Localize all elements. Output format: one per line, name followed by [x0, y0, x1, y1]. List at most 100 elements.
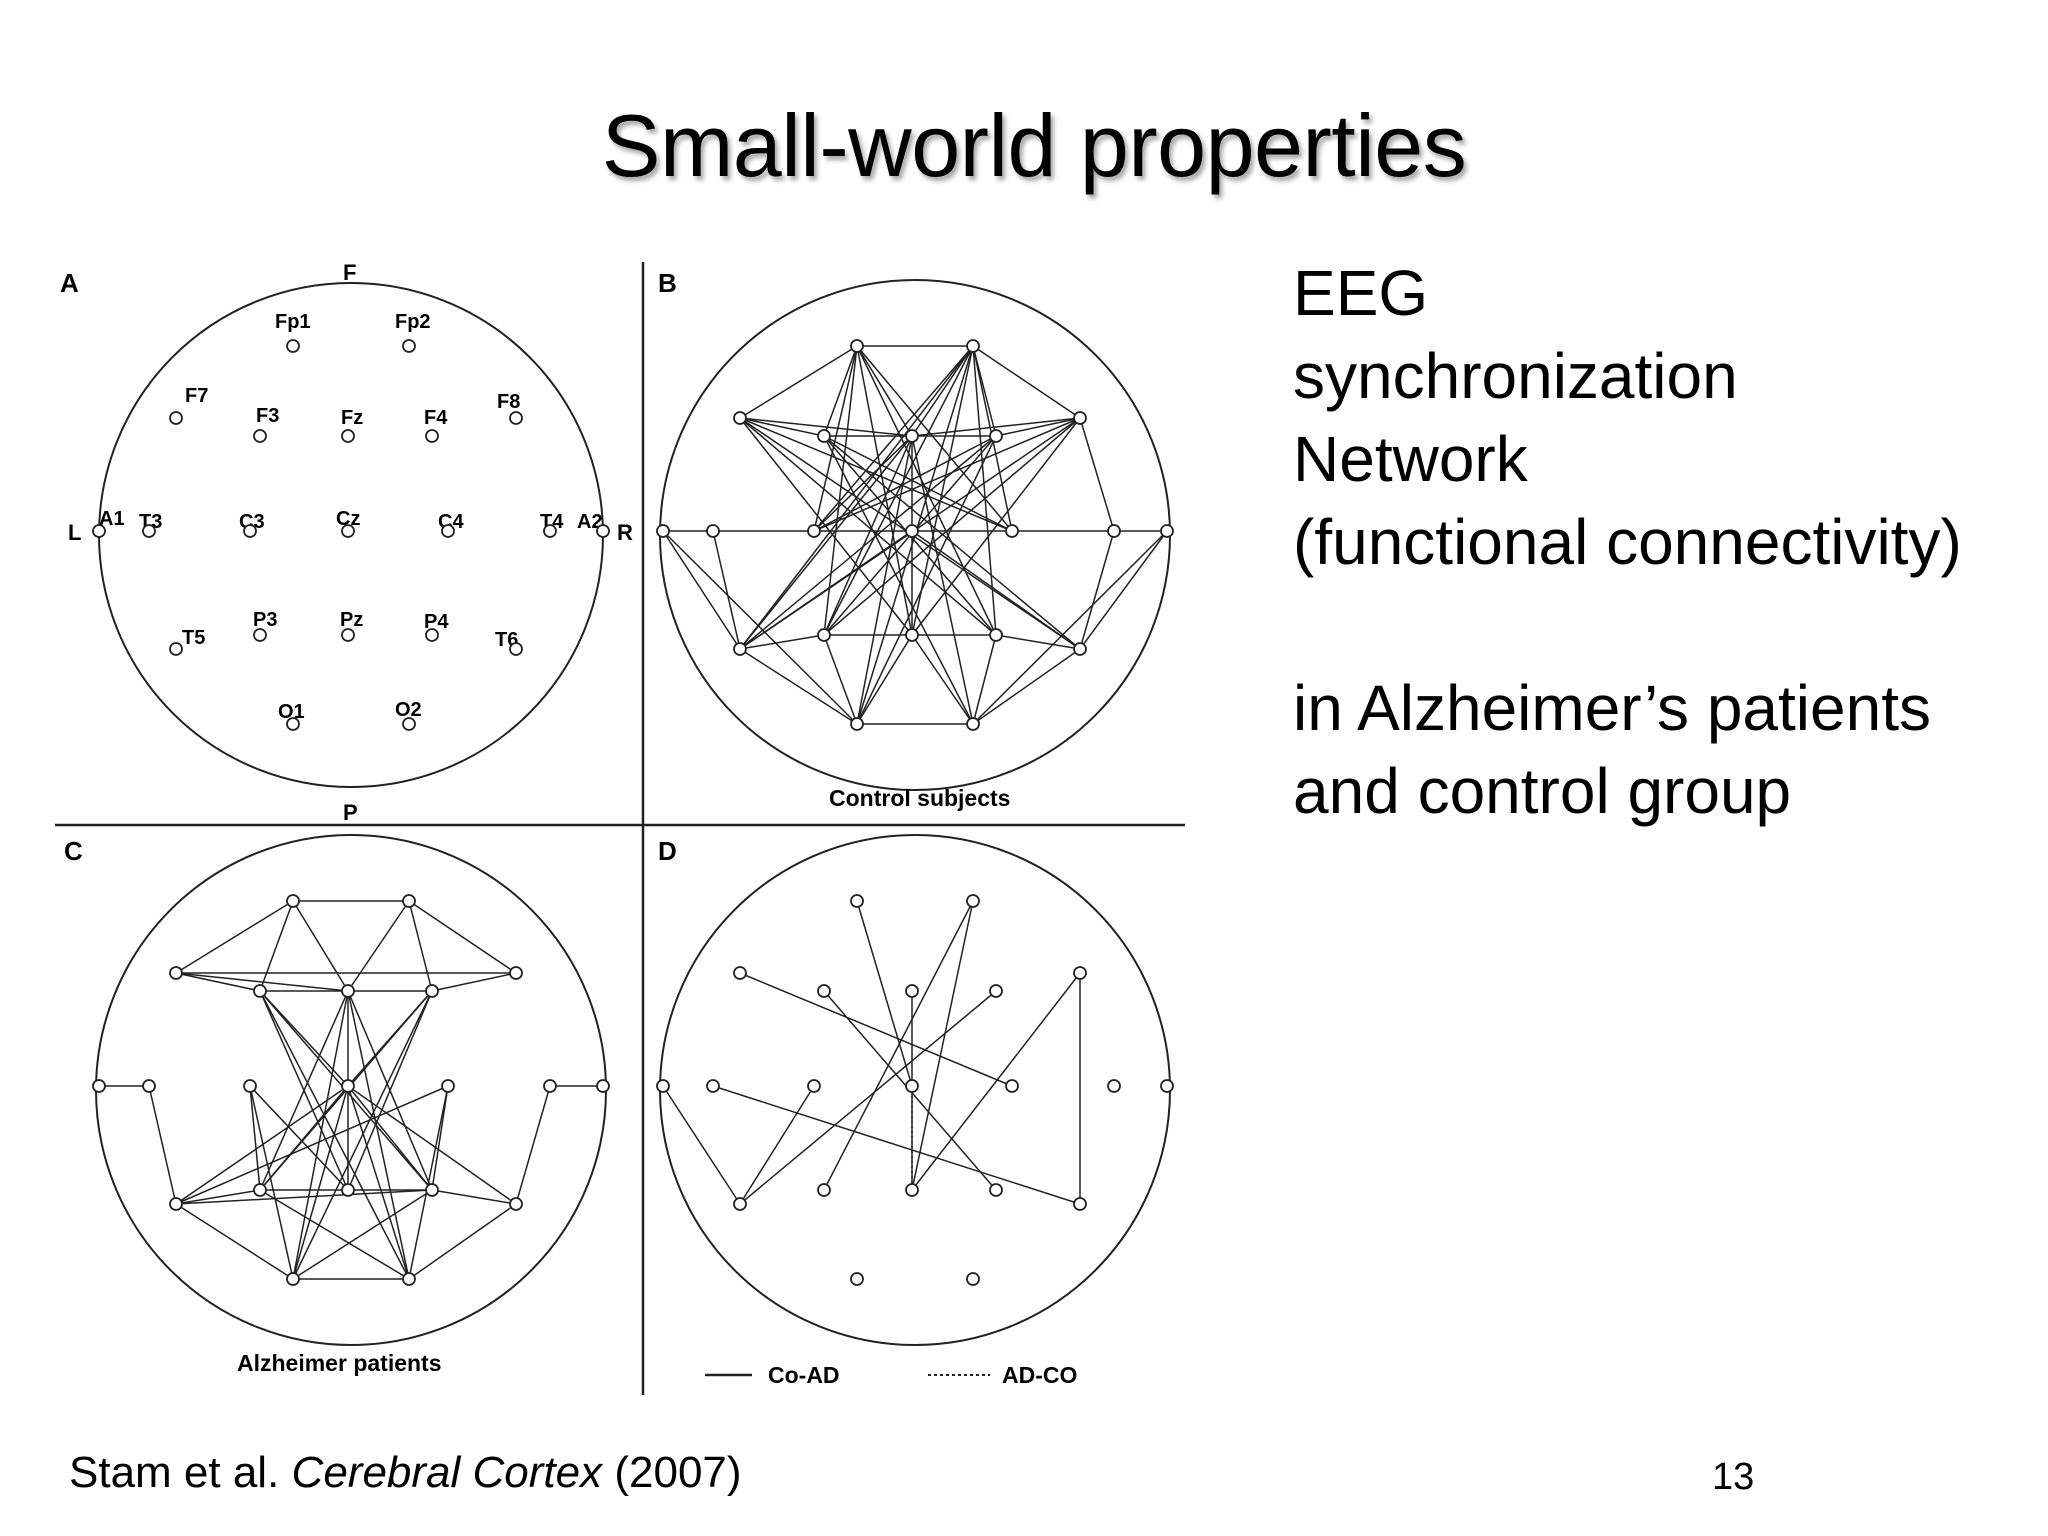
electrode-node	[286, 717, 300, 731]
electrode-node	[341, 628, 355, 642]
electrode-node	[425, 984, 439, 998]
connection-edge	[662, 1085, 741, 1205]
electrode-node	[341, 1183, 355, 1197]
connection-edge	[856, 345, 1013, 532]
electrode-node	[817, 429, 831, 443]
connection-edge	[249, 1085, 294, 1280]
connection-edge	[259, 990, 349, 1191]
connection-edge	[856, 435, 997, 725]
electrode-node	[169, 1197, 183, 1211]
electrode-node	[733, 966, 747, 980]
connection-edge	[175, 1189, 261, 1205]
electrode-node	[850, 894, 864, 908]
connection-edge	[911, 417, 1081, 636]
connection-edge	[662, 530, 741, 650]
electrode-label: T5	[182, 627, 205, 649]
connection-edge	[739, 435, 913, 650]
electrode-node	[733, 642, 747, 656]
electrode-node	[509, 411, 523, 425]
connection-edge	[408, 900, 433, 992]
citation-year: (2007)	[614, 1448, 742, 1497]
connection-edge	[911, 435, 974, 725]
connection-edge	[347, 1085, 410, 1280]
connection-edge	[823, 435, 974, 725]
connection-edge	[662, 530, 858, 725]
connection-edge	[911, 345, 974, 437]
connection-edge	[408, 1085, 449, 1280]
electrode-node	[543, 524, 557, 538]
connection-edge	[856, 345, 913, 437]
connection-edge	[813, 345, 858, 532]
side-text-line: in Alzheimer’s patients	[1293, 672, 1931, 744]
electrode-node	[1005, 524, 1019, 538]
electrode-node	[817, 1183, 831, 1197]
electrode-node	[905, 984, 919, 998]
electrode-node	[966, 339, 980, 353]
electrode-node	[1107, 1079, 1121, 1093]
electrode-label: Cz	[336, 508, 360, 530]
electrode-node	[286, 894, 300, 908]
citation: Stam et al. Cerebral Cortex (2007)	[69, 1448, 742, 1498]
electrode-node	[1160, 1079, 1174, 1093]
electrode-node	[402, 894, 416, 908]
side-text-line: (functional connectivity)	[1293, 506, 1962, 578]
electrode-node	[425, 1183, 439, 1197]
electrode-label: F8	[497, 391, 520, 413]
connection-edge	[739, 417, 997, 636]
orientation-left: L	[68, 520, 81, 545]
electrode-node	[989, 1183, 1003, 1197]
electrode-node	[286, 1272, 300, 1286]
electrode-node	[1073, 1197, 1087, 1211]
electrode-node	[441, 1079, 455, 1093]
electrode-node	[807, 1079, 821, 1093]
electrode-node	[243, 1079, 257, 1093]
connection-edge	[911, 972, 1081, 1191]
connection-edge	[739, 634, 825, 650]
connection-edge	[408, 900, 517, 974]
electrode-node	[243, 524, 257, 538]
side-text-block: EEG synchronization Network (functional …	[1293, 252, 1962, 833]
electrode-node	[169, 966, 183, 980]
electrode-node	[253, 628, 267, 642]
electrode-node	[656, 1079, 670, 1093]
connection-edge	[972, 634, 997, 725]
connection-edge	[823, 634, 858, 725]
orientation-front: F	[343, 260, 356, 285]
electrode-node	[543, 1079, 557, 1093]
electrode-node	[966, 1272, 980, 1286]
connection-edge	[292, 990, 349, 1280]
slide-title: Small-world properties	[601, 96, 1467, 195]
electrode-node	[989, 628, 1003, 642]
panel-c-caption: Alzheimer patients	[237, 1350, 442, 1376]
electrode-label: F3	[256, 405, 279, 427]
panel-label-b: B	[658, 268, 677, 298]
connection-edge	[175, 1085, 449, 1205]
panel-label-a: A	[60, 268, 79, 298]
connection-edge	[813, 435, 997, 532]
electrode-node	[706, 524, 720, 538]
connection-edge	[739, 417, 913, 437]
connection-edge	[823, 435, 1013, 532]
electrode-node	[341, 524, 355, 538]
connection-edge	[813, 435, 913, 532]
electrode-node	[1073, 642, 1087, 656]
electrode-node	[850, 339, 864, 353]
connection-edge	[515, 1085, 551, 1205]
electrode-node	[169, 642, 183, 656]
connection-edge	[1079, 530, 1168, 650]
connection-edge	[249, 1085, 261, 1191]
connection-edge	[972, 530, 1168, 725]
connection-edge	[823, 345, 858, 437]
connection-edge	[431, 972, 517, 992]
electrode-label: O1	[278, 701, 305, 723]
connection-edge	[856, 900, 913, 1087]
electrode-node	[1073, 966, 1087, 980]
electrode-label: Fp2	[395, 311, 431, 333]
electrode-node	[905, 628, 919, 642]
connection-edge	[995, 634, 1081, 650]
connection-edge	[259, 1189, 410, 1280]
electrode-label: F7	[185, 385, 208, 407]
panel-b-caption: Control subjects	[829, 785, 1010, 811]
electrode-node	[850, 717, 864, 731]
electrode-label: A2	[577, 511, 603, 533]
